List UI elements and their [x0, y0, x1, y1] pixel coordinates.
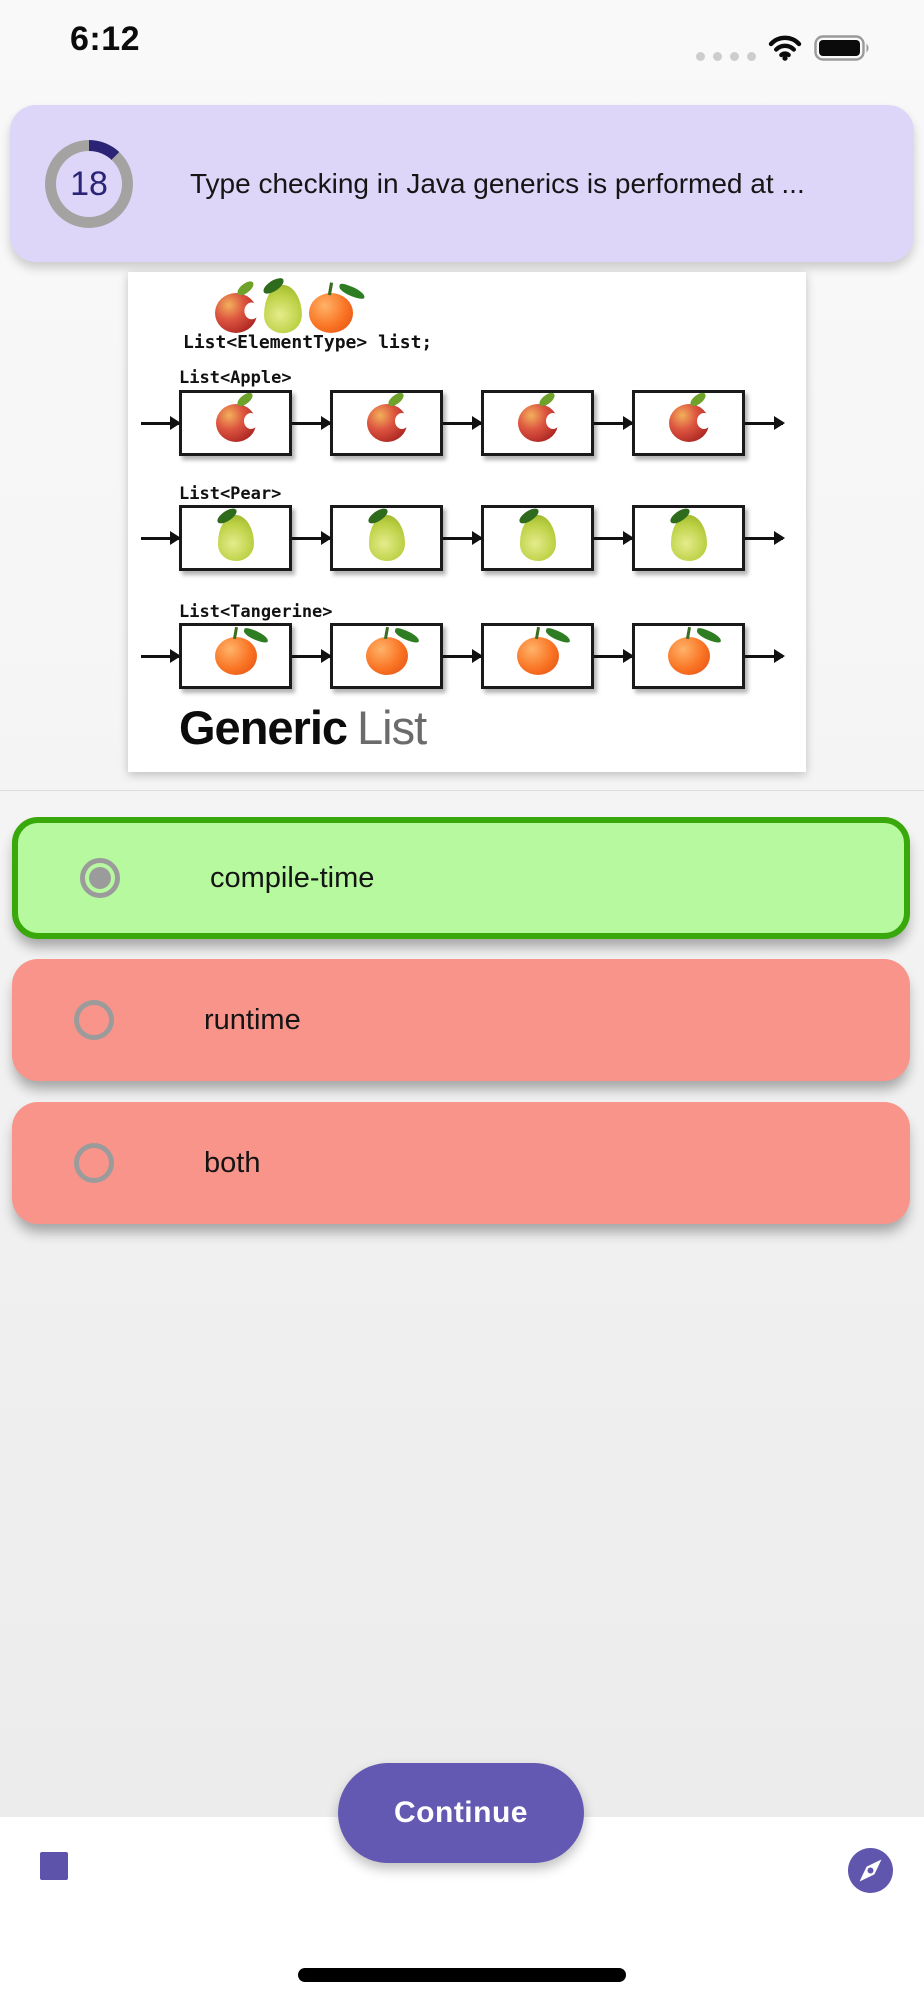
question-text: Type checking in Java generics is perfor… — [190, 167, 805, 199]
apple-icon — [366, 404, 409, 442]
apple-icon — [668, 404, 711, 442]
arrow-icon — [745, 530, 785, 545]
list-node — [330, 623, 443, 689]
pear-icon — [264, 284, 302, 334]
compass-icon[interactable] — [848, 1848, 893, 1893]
list-tangerine-label: List<Tangerine> — [179, 602, 333, 622]
status-bar: 6:12 — [0, 0, 924, 90]
question-image: List<ElementType> list; List<Apple> List… — [128, 272, 806, 772]
progress-ring: 18 — [45, 140, 133, 228]
answer-option-label: both — [204, 1146, 261, 1179]
fruit-trio — [214, 284, 354, 334]
continue-button[interactable]: Continue — [338, 1763, 584, 1863]
answer-option[interactable]: compile-time — [12, 817, 910, 939]
arrow-icon — [292, 530, 332, 545]
question-number: 18 — [70, 164, 108, 203]
radio-icon[interactable] — [74, 1000, 114, 1040]
tangerine-icon — [667, 637, 710, 675]
arrow-icon — [443, 415, 483, 430]
list-pear-label: List<Pear> — [179, 484, 282, 504]
list-node — [179, 505, 292, 571]
arrow-icon — [745, 415, 785, 430]
wifi-icon — [768, 35, 802, 61]
arrow-icon — [745, 648, 785, 663]
pear-icon — [217, 515, 254, 561]
cellular-signal-icon — [696, 52, 756, 61]
arrow-icon — [141, 530, 181, 545]
answer-option-label: runtime — [204, 1003, 301, 1036]
tangerine-list-chain — [141, 623, 785, 689]
list-apple-label: List<Apple> — [179, 368, 292, 388]
radio-icon[interactable] — [80, 858, 120, 898]
apple-list-chain — [141, 390, 785, 456]
home-indicator[interactable] — [298, 1968, 626, 1982]
arrow-icon — [292, 648, 332, 663]
arrow-icon — [141, 415, 181, 430]
stop-square-icon[interactable] — [40, 1852, 68, 1880]
list-node — [179, 390, 292, 456]
question-banner: 18 Type checking in Java generics is per… — [10, 105, 914, 262]
answer-option-label: compile-time — [210, 861, 375, 894]
list-node — [481, 390, 594, 456]
arrow-icon — [594, 530, 634, 545]
answer-option[interactable]: both — [12, 1102, 910, 1224]
arrow-icon — [292, 415, 332, 430]
radio-icon[interactable] — [74, 1143, 114, 1183]
pear-icon — [519, 515, 556, 561]
apple-icon — [517, 404, 560, 442]
caption-light: List — [357, 701, 427, 754]
arrow-icon — [443, 530, 483, 545]
list-node — [481, 505, 594, 571]
arrow-icon — [443, 648, 483, 663]
arrow-icon — [594, 415, 634, 430]
list-node — [632, 505, 745, 571]
arrow-icon — [141, 648, 181, 663]
battery-icon — [814, 34, 872, 61]
pear-icon — [368, 515, 405, 561]
answer-option[interactable]: runtime — [12, 959, 910, 1081]
clock-time: 6:12 — [70, 20, 141, 58]
tangerine-icon — [516, 637, 559, 675]
list-node — [330, 505, 443, 571]
apple-icon — [215, 293, 260, 333]
tangerine-icon — [365, 637, 408, 675]
apple-icon — [215, 404, 258, 442]
list-node — [632, 390, 745, 456]
tangerine-icon — [214, 637, 257, 675]
pear-list-chain — [141, 505, 785, 571]
list-node — [330, 390, 443, 456]
section-divider — [0, 790, 924, 791]
tangerine-icon — [308, 293, 354, 333]
code-declaration: List<ElementType> list; — [183, 332, 433, 353]
list-node — [632, 623, 745, 689]
list-node — [179, 623, 292, 689]
pear-icon — [670, 515, 707, 561]
arrow-icon — [594, 648, 634, 663]
caption-bold: Generic — [179, 701, 348, 754]
list-node — [481, 623, 594, 689]
